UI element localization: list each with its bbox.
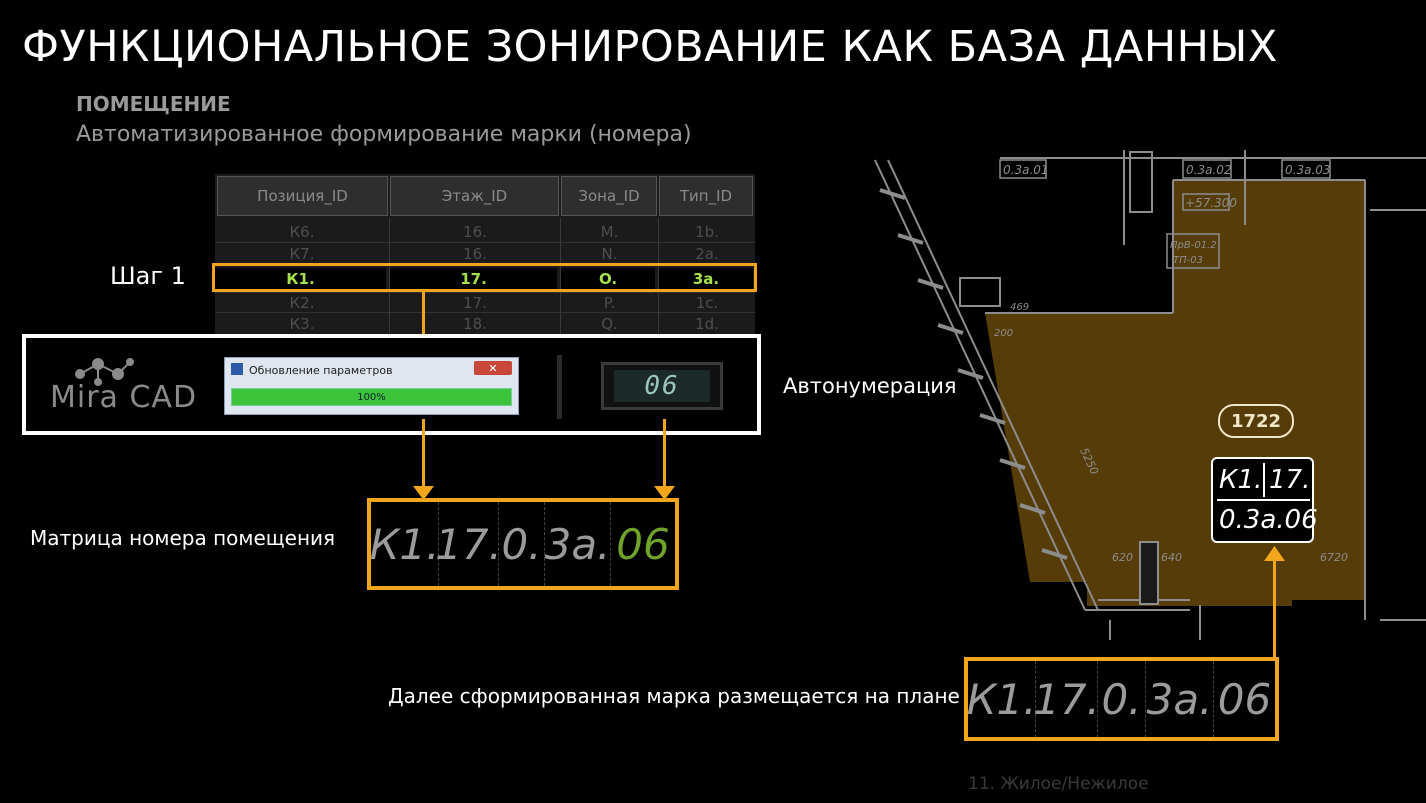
arrow-line (1273, 561, 1276, 658)
arrow-down-icon (413, 486, 434, 500)
table-cell: 16. (463, 245, 487, 263)
mark-segment: 3а. (1146, 661, 1214, 737)
logo: Mira CAD (50, 380, 198, 415)
table-cell: К6. (289, 223, 315, 241)
room-label: 0.3a.02 (1186, 163, 1232, 177)
matrix-label: Матрица номера помещения (30, 526, 336, 550)
table-cell: 1b. (695, 223, 719, 241)
dimension-label: 620 (1112, 551, 1133, 564)
header-zone-id: Зона_ID (561, 176, 657, 216)
placed-mark: К1. 17. 0. 3а. 06 (964, 657, 1279, 741)
table-cell: К7. (289, 245, 315, 263)
step-label: Шаг 1 (110, 262, 186, 290)
autonumbering-label: Автонумерация (783, 374, 957, 398)
table-cell: Q. (601, 315, 618, 333)
room-label: 0.3a.01 (1003, 163, 1049, 177)
highlighted-cell: К1. (215, 268, 386, 290)
arrow-up-icon (1264, 546, 1285, 561)
table-cell: P. (603, 294, 616, 312)
table-cell: М. (600, 223, 619, 241)
progress-bar: 100% (231, 388, 512, 406)
tag-floor: 17. (1269, 465, 1311, 495)
matrix-segment: 17. (435, 502, 502, 586)
header-floor-id: Этаж_ID (390, 176, 559, 216)
dimension-label: 200 (994, 328, 1013, 339)
update-dialog: Обновление параметров ✕ 100% (224, 357, 519, 415)
table-cell: 16. (463, 223, 487, 241)
placement-label: Далее сформированная марка размещается н… (388, 684, 960, 708)
matrix-segment: 3а. (545, 502, 611, 586)
counter-value: 06 (614, 370, 710, 402)
dimension-label: 6720 (1320, 551, 1348, 564)
highlighted-cell: 3a. (659, 268, 753, 290)
header-type-id: Тип_ID (659, 176, 753, 216)
door-label: ПрВ-01.2 (1170, 240, 1217, 251)
selected-row-outline (212, 263, 757, 292)
mark-segment: К1. (967, 661, 1036, 737)
section-subtitle: Автоматизированное формирование марки (н… (76, 122, 692, 147)
room-number-matrix: К1. 17. 0. 3а. 06 (367, 498, 679, 590)
highlighted-cell: O. (561, 268, 655, 290)
matrix-segment-counter: 06 (616, 519, 670, 569)
section-heading: ПОМЕЩЕНИЕ (76, 92, 231, 116)
mark-segment: 0. (1098, 661, 1146, 737)
tag-number: 0.3а.06 (1219, 505, 1318, 535)
tag-position: К1. (1219, 465, 1263, 495)
room-tag: К1. 17. 0.3а.06 (1211, 457, 1318, 543)
door-label: ТП-03 (1173, 255, 1203, 266)
slide-title: ФУНКЦИОНАЛЬНОЕ ЗОНИРОВАНИЕ КАК БАЗА ДАНН… (22, 22, 1278, 72)
matrix-segment: 0. (499, 502, 545, 586)
counter-display: 06 (601, 362, 723, 410)
header-position-id: Позиция_ID (217, 176, 388, 216)
table-cell: 18. (463, 315, 487, 333)
highlighted-cell: 17. (390, 268, 557, 290)
dimension-label: 469 (1010, 302, 1029, 313)
logo-molecule-icon (75, 358, 134, 386)
dialog-close-button[interactable]: ✕ (474, 361, 512, 375)
table-cell: N. (601, 245, 618, 263)
arrow-down-icon (654, 486, 675, 500)
table-cell: 17. (463, 294, 487, 312)
table-cell: 1d. (695, 315, 719, 333)
connector-line (422, 292, 425, 358)
app-icon (231, 363, 243, 375)
room-label: 0.3a.03 (1285, 163, 1331, 177)
dimension-label: 640 (1161, 551, 1182, 564)
mark-segment: 06 (1217, 674, 1272, 724)
plan-footer-text: 11. Жилое/Нежилое (968, 774, 1149, 794)
elevation-label: +57.300 (1185, 196, 1237, 210)
area-badge: 1722 (1218, 404, 1294, 438)
table-cell: 1c. (695, 294, 719, 312)
table-cell: К2. (289, 294, 315, 312)
divider (557, 355, 562, 419)
dialog-title: Обновление параметров (249, 364, 393, 377)
arrow-line (422, 419, 425, 487)
matrix-segment: К1. (370, 502, 439, 586)
table-cell: 2a. (695, 245, 719, 263)
arrow-line (663, 419, 666, 487)
table-cell: К3. (289, 315, 315, 333)
mark-segment: 17. (1033, 661, 1100, 737)
parameters-table: Позиция_ID Этаж_ID Зона_ID Тип_ID К6. 16… (215, 174, 755, 334)
